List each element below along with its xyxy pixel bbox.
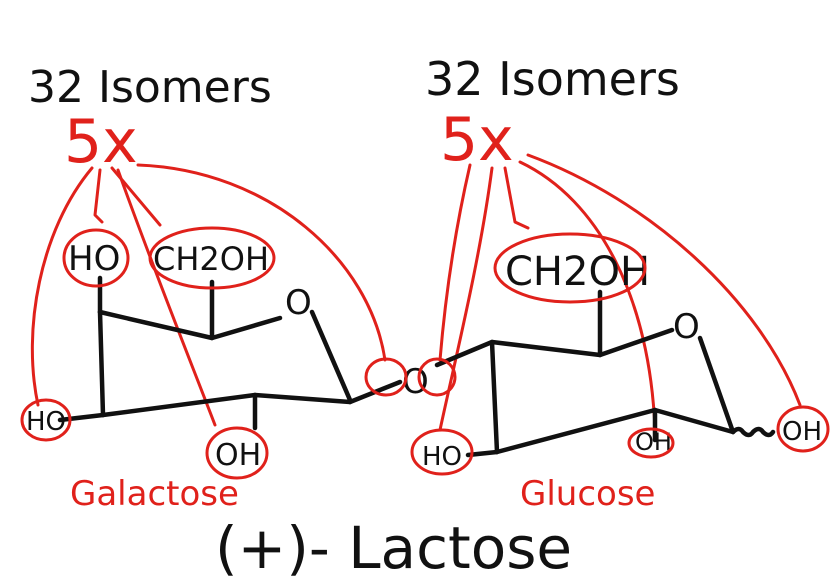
galactose-ring-right-edge [309, 309, 353, 403]
glucose-ring-right-edge [697, 335, 736, 435]
galactose-annotation-lines [30, 163, 387, 427]
galactose-line-to-oh-bottom [116, 168, 217, 427]
glucose-oh-anomeric-highlight [776, 405, 830, 453]
galactose-oh-bottom-highlight [205, 426, 269, 480]
glucose-ring [434, 289, 776, 458]
galactose-bond-ho-left [57, 412, 106, 423]
galactose-multiplier: 5x [64, 107, 138, 177]
glucose-ring-bottom-edge [494, 407, 736, 455]
glucose-line-to-ch2oh [503, 166, 530, 230]
galactose-ho-left-label: HO [26, 407, 66, 437]
glucose-ring-oxygen-label: O [673, 307, 700, 347]
galactose-name-label: Galactose [70, 474, 239, 514]
glucose-oh-bottom-highlight [627, 427, 675, 459]
glucose-ch2oh-label: CH2OH [505, 249, 650, 295]
glucose-annotation-lines [438, 153, 802, 432]
glucose-ring-left-edge [489, 339, 500, 455]
glucose-line-to-linkage [438, 163, 472, 362]
glucose-wavy-bond-anomeric [730, 426, 776, 438]
galactose-ho-top-label: HO [68, 239, 120, 279]
galactose-ring-top-edge [97, 309, 283, 341]
glucose-line-to-oh-anomeric [526, 153, 802, 407]
glucose-oh-anomeric-label: OH [782, 417, 822, 447]
glucose-name-label: Glucose [520, 474, 655, 514]
galactose-anomeric-highlight [364, 357, 408, 397]
page-title: (+)- Lactose [215, 514, 572, 579]
glucose-ring-top-edge [434, 327, 675, 368]
glucose-ch2oh-highlight [493, 232, 647, 304]
galactose-group-highlights [20, 226, 408, 480]
glucose-linkage-highlight [417, 357, 457, 397]
glucose-group-highlights [410, 232, 830, 476]
glucose-line-to-oh-bottom [518, 160, 657, 432]
galactose-ring-oxygen-label: O [285, 283, 312, 323]
glucose-ho-left-highlight [410, 428, 474, 476]
galactose-ring [57, 275, 403, 431]
glucose-line-to-ho-left [438, 166, 494, 432]
glucose-ho-left-label: HO [422, 442, 462, 472]
glucose-multiplier: 5x [440, 105, 514, 175]
galactose-ch2oh-label: CH2OH [153, 240, 269, 278]
galactose-isomer-count: 32 Isomers [28, 62, 272, 113]
galactose-line-to-linkage [136, 163, 387, 362]
galactose-line-to-ho-top [93, 168, 104, 224]
galactose-line-to-ho-left [30, 166, 94, 407]
galactose-ring-left-edge [97, 309, 106, 418]
galactose-ho-top-highlight [62, 228, 130, 288]
galactose-oh-bottom-label: OH [215, 438, 261, 473]
glucose-isomer-count: 32 Isomers [425, 52, 680, 106]
galactose-ho-left-highlight [20, 398, 72, 442]
galactose-ring-bottom-edge [100, 392, 353, 418]
galactose-ch2oh-highlight [148, 226, 276, 290]
